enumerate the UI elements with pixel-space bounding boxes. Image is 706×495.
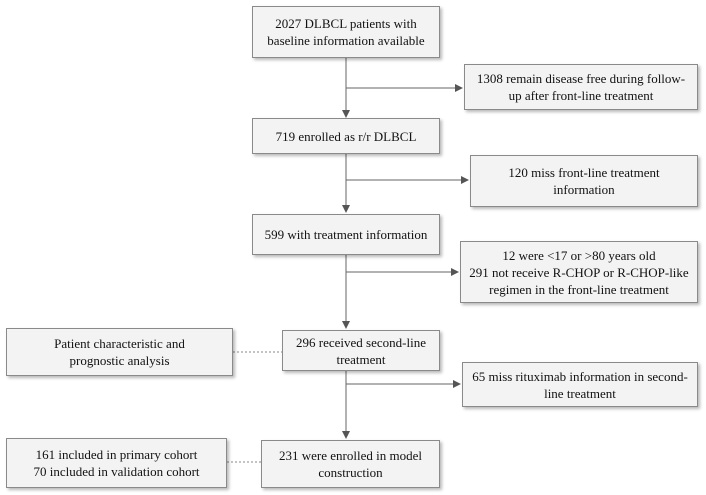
- box-miss-front-line: 120 miss front-line treatment informatio…: [470, 155, 698, 207]
- box-miss-rituximab: 65 miss rituximab information in second-…: [462, 362, 698, 407]
- box-model-construction: 231 were enrolled in model construction: [261, 440, 440, 488]
- box-cohorts: 161 included in primary cohort 70 includ…: [6, 438, 227, 488]
- box-disease-free: 1308 remain disease free during follow- …: [464, 64, 698, 110]
- box-excluded: 12 were <17 or >80 years old 291 not rec…: [460, 241, 698, 303]
- box-patient-characteristic: Patient characteristic and prognostic an…: [6, 328, 233, 376]
- box-with-treatment: 599 with treatment information: [252, 214, 440, 255]
- box-enrolled-rr: 719 enrolled as r/r DLBCL: [252, 118, 440, 154]
- box-second-line: 296 received second-line treatment: [282, 330, 440, 371]
- box-baseline: 2027 DLBCL patients with baseline inform…: [252, 6, 440, 58]
